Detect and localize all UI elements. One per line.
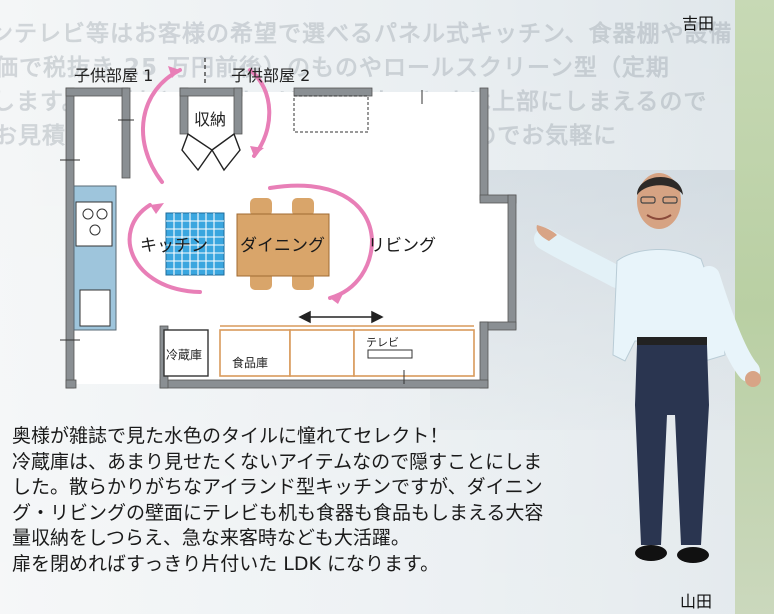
- room-label-storage: 収納: [194, 110, 227, 129]
- tv-cabinet-box: [353, 329, 475, 377]
- circulation-arrows: [127, 68, 375, 300]
- person-photo-yamada: [534, 173, 761, 563]
- room-label-kids-1: 子供部屋 1: [74, 66, 154, 85]
- body-paragraph: 奥様が雑誌で見た水色のタイルに憧れてセレクト！ 冷蔵庫は、あまり見せたくないアイ…: [12, 424, 620, 577]
- fixture-label-pantry: 食品庫: [232, 356, 269, 370]
- chair: [292, 198, 314, 216]
- body-line: 量収納をしつらえ、急な来客時なども大活躍。: [12, 527, 410, 549]
- body-line: グ・リビングの壁面にテレビも机も食器も食品もしまえる大容: [12, 501, 544, 524]
- burner: [82, 208, 94, 220]
- person-name-yamada: 山田: [680, 592, 713, 611]
- area-label-dining: ダイニング: [240, 236, 325, 256]
- slide-arrow: [298, 310, 384, 324]
- body-line: 奥様が雑誌で見た水色のタイルに憧れてセレクト！: [12, 425, 449, 447]
- circulation-arrowheads: [150, 66, 344, 304]
- window-dashed: [293, 95, 369, 133]
- kitchen-counter: [73, 185, 117, 331]
- body-line: 冷蔵庫は、あまり見せたくないアイテムなので隠すことにしま: [12, 450, 543, 473]
- area-label-living: リビング: [368, 236, 436, 256]
- fixture-label-tv: テレビ: [366, 336, 399, 349]
- tv: [367, 349, 413, 359]
- sink: [79, 289, 111, 327]
- body-line: した。散らかりがちなアイランド型キッチンですが、ダイニン: [12, 476, 543, 498]
- plan-floor-bay: [470, 195, 510, 325]
- burner: [89, 224, 101, 236]
- wall-ticks: [60, 90, 423, 384]
- stove: [75, 201, 113, 247]
- page-edge-strip: [735, 0, 774, 614]
- chair: [250, 198, 272, 216]
- cabinet-box: [289, 329, 355, 377]
- background-text-line: ンテレビ等はお客様の希望で選べるパネル式キッチン、食器棚や設備: [0, 21, 733, 47]
- person-name-yoshida: 吉田: [682, 14, 715, 33]
- dining-table: [236, 213, 330, 277]
- body-line: 扉を閉めればすっきり片付いた LDK になります。: [12, 552, 440, 575]
- background-text-line: 価で税抜き 25 万円前後）のものやロールスクリーン型（定期: [0, 55, 670, 81]
- kitchen-island-tiles: [165, 212, 225, 276]
- dining-set: [236, 198, 330, 290]
- room-label-kids-2: 子供部屋 2: [231, 66, 311, 85]
- fixture-label-fridge: 冷蔵庫: [166, 348, 203, 362]
- fridge-box: [163, 329, 209, 377]
- wall-storage: [163, 325, 475, 377]
- area-label-kitchen: キッチン: [140, 236, 208, 256]
- storage-doors: [181, 132, 241, 172]
- burner: [96, 208, 108, 220]
